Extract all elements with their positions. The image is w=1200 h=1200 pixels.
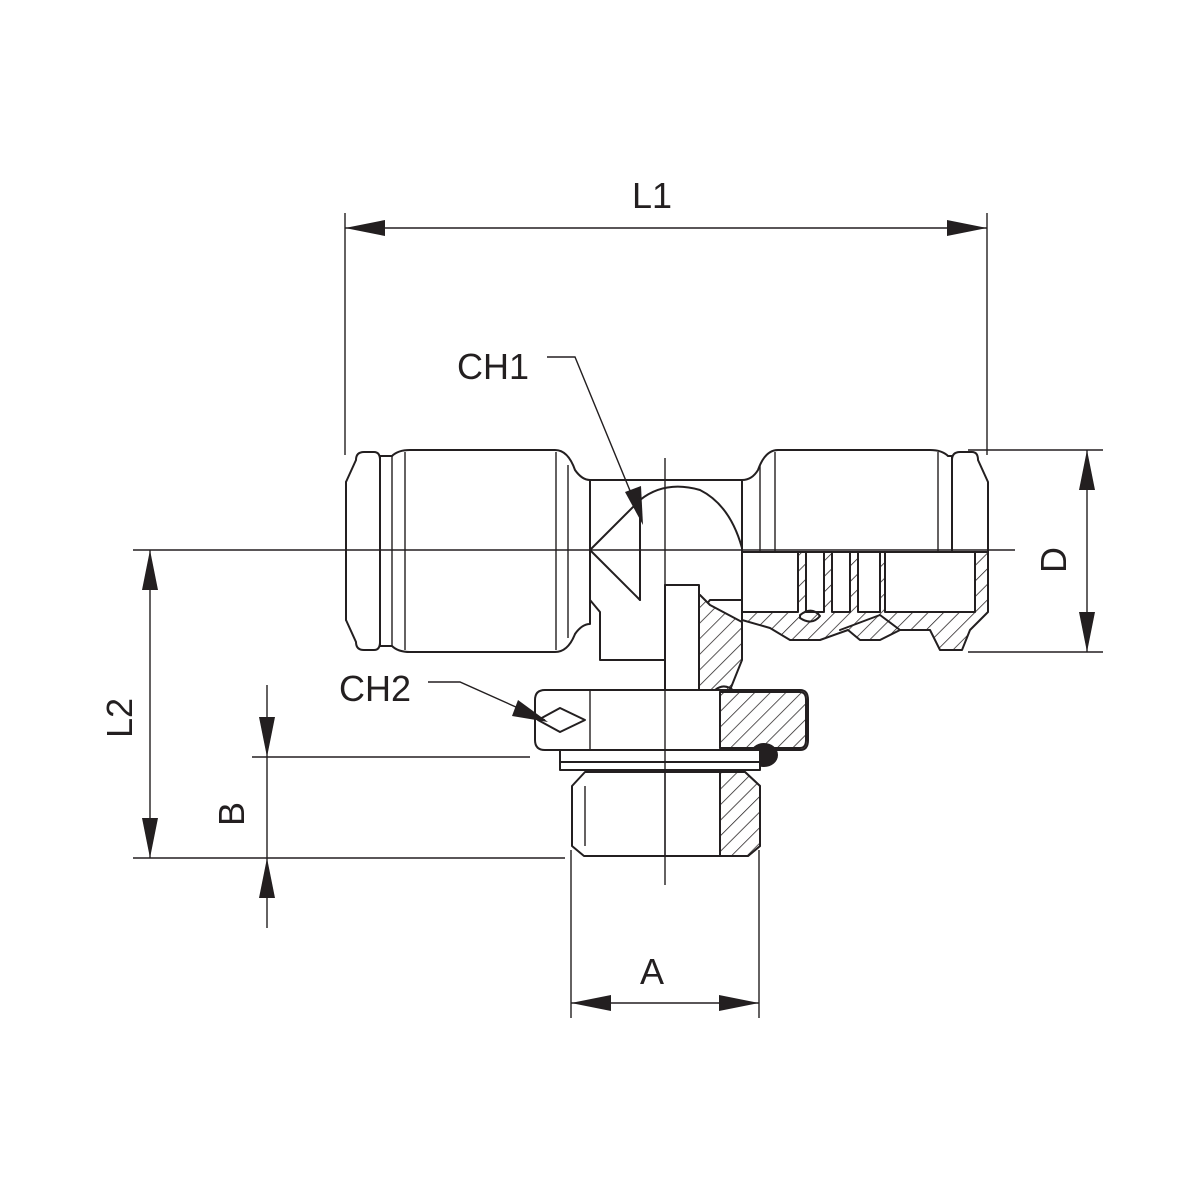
d-label: D — [1033, 547, 1074, 573]
ch2-label: CH2 — [339, 668, 411, 709]
l1-label: L1 — [632, 175, 672, 216]
ch1-label: CH1 — [457, 346, 529, 387]
right-collet — [951, 451, 989, 553]
dimension-l1: L1 — [344, 175, 988, 455]
tee-fitting — [345, 449, 989, 857]
dimension-d: D — [968, 449, 1103, 653]
dimension-a: A — [570, 850, 760, 1018]
right-tube-housing — [741, 449, 953, 553]
left-collet — [345, 451, 381, 651]
callout-ch1: CH1 — [457, 346, 643, 525]
l2-label: L2 — [99, 698, 140, 738]
a-label: A — [640, 951, 664, 992]
callout-ch2: CH2 — [339, 668, 548, 722]
b-label: B — [211, 802, 252, 826]
left-tube-housing — [379, 449, 591, 653]
dimension-l2: L2 — [99, 549, 565, 859]
dimension-b: B — [211, 685, 530, 928]
